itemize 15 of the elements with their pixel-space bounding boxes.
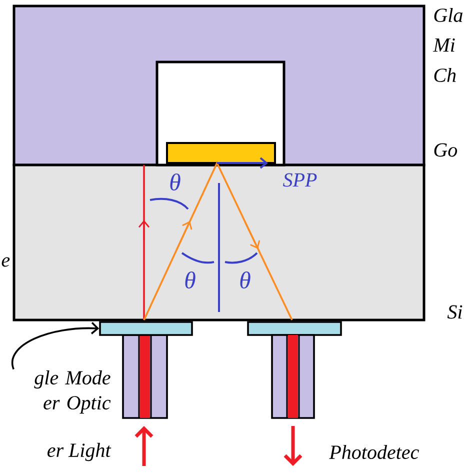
coupling-pad — [99, 321, 193, 336]
wave-label: SPP — [283, 173, 317, 187]
part-label: er Light — [48, 442, 112, 462]
angle-label: θ — [240, 272, 250, 289]
angle-label: θ — [185, 272, 196, 289]
leader-arrow — [11, 322, 100, 370]
part-label: Ch — [434, 68, 456, 82]
part-label: Photodetec — [329, 444, 419, 460]
part-label: Mi — [432, 38, 455, 52]
part-label: Gla — [434, 8, 462, 22]
part-label: e — [2, 257, 10, 267]
part-label: Si — [447, 305, 462, 319]
angle-label: θ — [170, 174, 180, 190]
part-label: Go — [434, 143, 458, 157]
caption-text: gle Mode er Optic — [34, 370, 111, 414]
